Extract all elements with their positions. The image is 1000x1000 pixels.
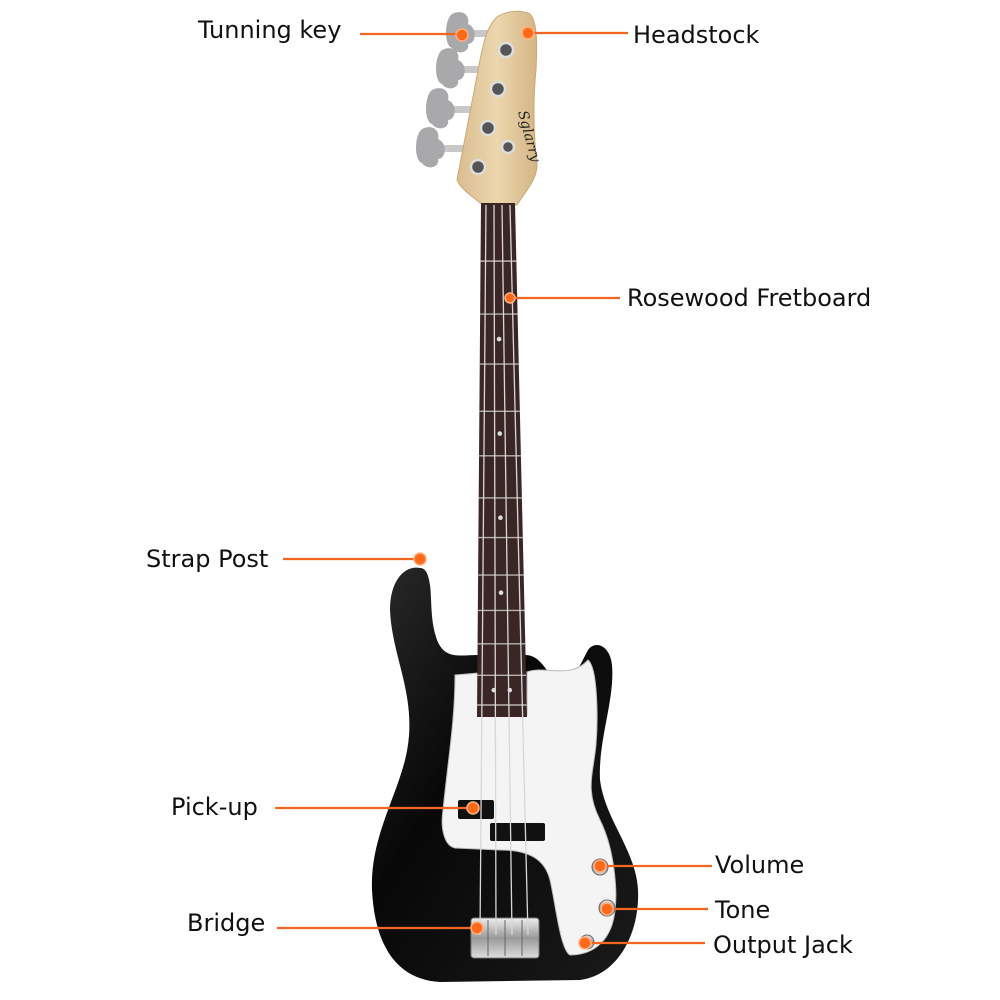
- callout-tone: Tone: [600, 896, 770, 924]
- bridge: [470, 917, 540, 959]
- rosewood-fretboard: [477, 203, 527, 717]
- callout-headstock: Headstock: [521, 21, 760, 49]
- inlay-dot: [496, 336, 502, 342]
- label-headstock: Headstock: [633, 21, 760, 49]
- frets: [477, 260, 527, 706]
- tuner-bushings: [469, 41, 516, 176]
- label-tuning-key: Tunning key: [197, 16, 341, 44]
- callout-strap-post: Strap Post: [146, 545, 427, 573]
- callout-bridge: Bridge: [187, 909, 484, 937]
- callout-volume: Volume: [593, 851, 804, 879]
- label-output-jack: Output Jack: [713, 931, 853, 959]
- tuning-keys: [416, 12, 498, 168]
- label-pickup: Pick-up: [171, 793, 258, 821]
- callout-output-jack: Output Jack: [578, 931, 853, 959]
- label-bridge: Bridge: [187, 909, 265, 937]
- inlay-dot: [497, 431, 503, 436]
- label-strap-post: Strap Post: [146, 545, 268, 573]
- callout-tuning-key: Tunning key: [197, 16, 469, 44]
- headstock: [456, 10, 538, 206]
- inlay-dot: [498, 515, 503, 521]
- callout-fretboard: Rosewood Fretboard: [504, 284, 871, 312]
- callout-pickup: Pick-up: [171, 793, 480, 821]
- label-volume: Volume: [715, 851, 804, 879]
- inlay-dot: [498, 590, 504, 596]
- pickguard: [441, 659, 617, 956]
- label-tone: Tone: [714, 896, 770, 924]
- label-fretboard: Rosewood Fretboard: [627, 284, 871, 312]
- strings: [479, 204, 529, 936]
- pickups: [458, 800, 545, 841]
